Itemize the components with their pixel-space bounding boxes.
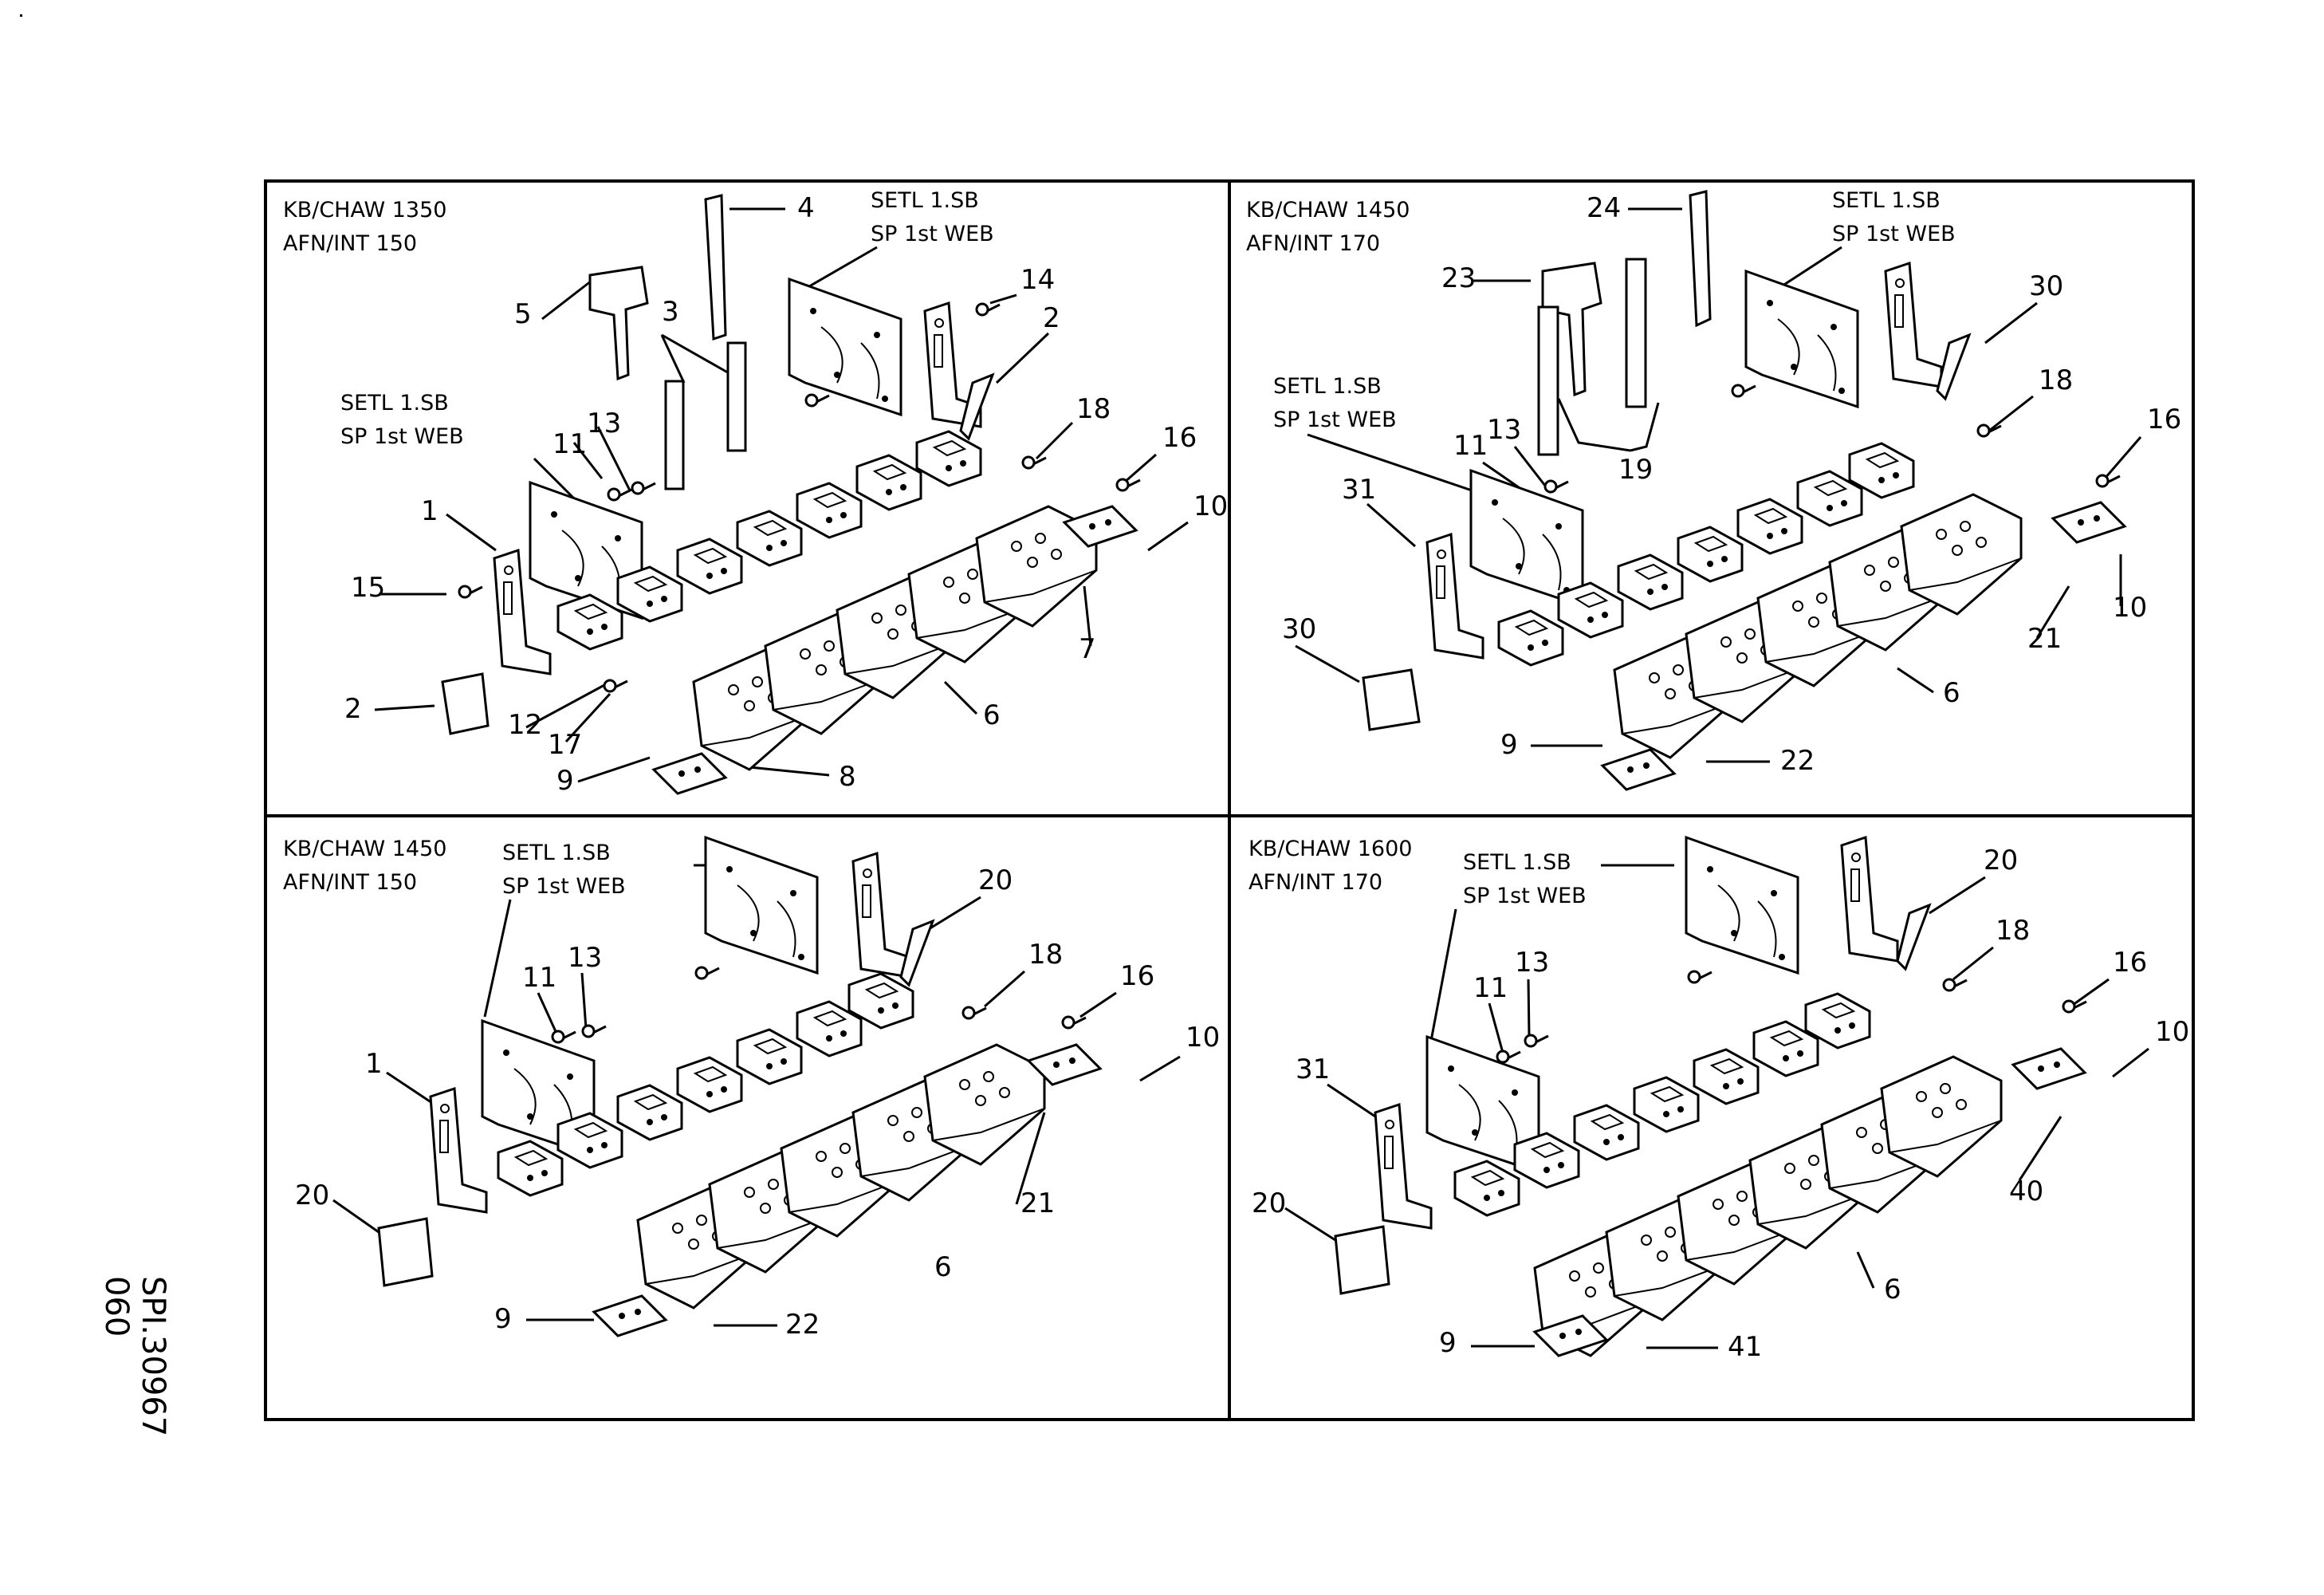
callout: 15	[351, 572, 385, 604]
sheet-code: 060	[98, 1276, 135, 1337]
callout: 41	[1728, 1331, 1762, 1363]
ref-number: SPI.30967	[135, 1276, 171, 1437]
callout: 1	[365, 1048, 383, 1080]
callout: 6	[1884, 1274, 1901, 1306]
callout: 6	[934, 1251, 952, 1283]
callout: 11	[552, 428, 587, 460]
callout: 10	[1186, 1022, 1220, 1053]
drawing-reference-text: SPI.30967 060	[98, 1276, 171, 1436]
callout: 2	[1043, 302, 1060, 334]
panel-header-line-2: AFN/INT 150	[283, 870, 417, 895]
setl-label-2-line-2: SP 1st WEB	[1273, 408, 1397, 432]
panel-bottom-right: KB/CHAW 1600 AFN/INT 170 SETL 1.SB SP 1s…	[1249, 836, 2189, 1363]
callout: 31	[1296, 1053, 1330, 1085]
callout: 19	[1618, 454, 1653, 486]
callout: 6	[1943, 677, 1960, 709]
callout: 18	[1076, 393, 1111, 425]
callout: 14	[1020, 264, 1055, 296]
panel-header-line-2: AFN/INT 150	[283, 231, 417, 256]
callout: 12	[508, 709, 542, 741]
callout: 11	[1473, 972, 1508, 1004]
panel-header-line-2: AFN/INT 170	[1246, 231, 1380, 256]
setl-label-line-2: SP 1st WEB	[1832, 222, 1956, 246]
callout: 18	[1028, 939, 1063, 971]
corner-mark	[20, 14, 22, 17]
callout: 10	[2155, 1016, 2189, 1048]
setl-label-line-2: SP 1st WEB	[871, 222, 994, 246]
setl-label-2-line-1: SETL 1.SB	[1273, 374, 1382, 399]
callout: 30	[2029, 270, 2063, 302]
panel-top-right: KB/CHAW 1450 AFN/INT 170 SETL 1.SB SP 1s…	[1246, 188, 2181, 791]
callout: 31	[1342, 474, 1376, 506]
callout: 4	[797, 192, 815, 224]
callout: 9	[494, 1303, 512, 1335]
callout: 20	[295, 1180, 329, 1211]
callout: 40	[2009, 1176, 2043, 1207]
callout: 16	[2147, 404, 2181, 435]
setl-label-line-2: SP 1st WEB	[1463, 884, 1587, 908]
callout: 20	[1984, 845, 2018, 876]
callout: 18	[1996, 915, 2030, 947]
callout: 20	[978, 864, 1013, 896]
setl-label-line-1: SETL 1.SB	[871, 188, 979, 213]
callout: 23	[1441, 262, 1476, 294]
callout: 8	[839, 761, 856, 793]
setl-label-line-1: SETL 1.SB	[1463, 850, 1571, 875]
panel-header-line-1: KB/CHAW 1450	[283, 837, 446, 861]
callout: 3	[662, 296, 679, 328]
callout: 30	[1282, 613, 1316, 645]
callout: 21	[2027, 623, 2062, 655]
setl-label-2-line-1: SETL 1.SB	[340, 391, 449, 415]
callout: 9	[1439, 1327, 1457, 1359]
callout: 11	[522, 962, 556, 994]
callout: 13	[1487, 414, 1521, 446]
callout: 22	[785, 1309, 820, 1341]
callout: 18	[2039, 364, 2073, 396]
callout: 5	[514, 298, 532, 330]
callout: 17	[548, 729, 582, 761]
callout: 16	[2113, 947, 2147, 979]
callout: 13	[587, 408, 621, 439]
panel-bottom-left: KB/CHAW 1450 AFN/INT 150 SETL 1.SB SP 1s…	[283, 836, 1220, 1341]
callout: 6	[983, 699, 1001, 731]
panel-header-line-1: KB/CHAW 1350	[283, 198, 446, 223]
setl-label-line-1: SETL 1.SB	[502, 841, 611, 865]
panel-top-left: KB/CHAW 1350 AFN/INT 150 SETL 1.SB SP 1s…	[283, 188, 1228, 797]
callout: 13	[568, 942, 602, 974]
callout: 9	[556, 765, 574, 797]
callout: 13	[1515, 947, 1549, 979]
setl-label-2-line-2: SP 1st WEB	[340, 424, 464, 449]
drawing-reference: SPI.30967 060	[98, 1276, 187, 1443]
panel-header-line-2: AFN/INT 170	[1249, 870, 1382, 895]
callout: 9	[1500, 729, 1518, 761]
callout: 2	[344, 693, 362, 725]
callout: 11	[1453, 430, 1488, 462]
callout: 10	[2113, 592, 2147, 624]
callout: 21	[1020, 1187, 1055, 1219]
callout: 10	[1193, 490, 1228, 522]
setl-label-line-2: SP 1st WEB	[502, 874, 626, 899]
callout: 20	[1252, 1187, 1286, 1219]
panel-header-line-1: KB/CHAW 1450	[1246, 198, 1410, 223]
callout: 16	[1120, 960, 1154, 992]
callout: 1	[421, 495, 438, 527]
setl-label-line-1: SETL 1.SB	[1832, 188, 1941, 213]
callout: 16	[1162, 422, 1197, 454]
panel-header-line-1: KB/CHAW 1600	[1249, 837, 1412, 861]
callout: 22	[1780, 745, 1815, 777]
callout: 7	[1079, 633, 1096, 665]
callout: 24	[1587, 192, 1621, 224]
